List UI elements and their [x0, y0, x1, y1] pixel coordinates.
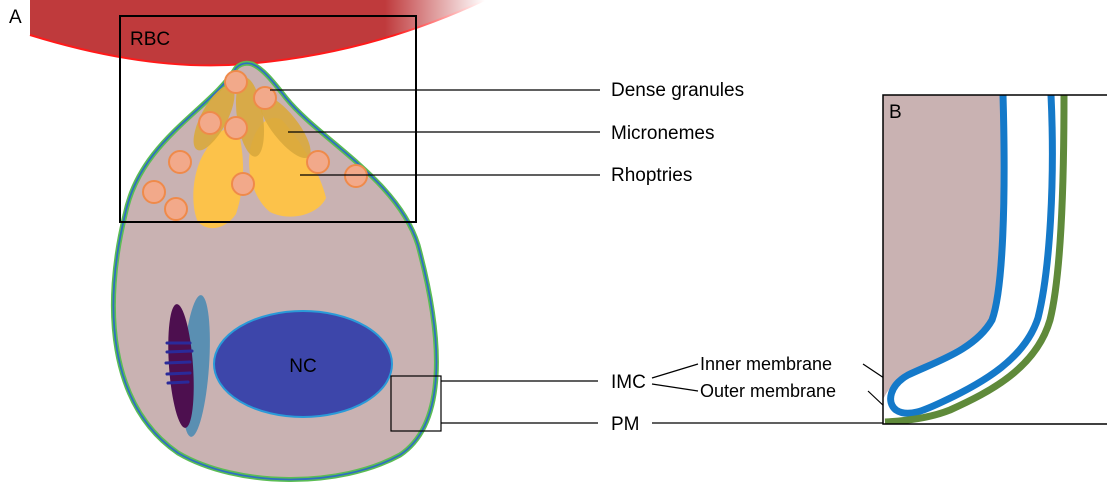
- outer-membrane-label: Outer membrane: [700, 381, 836, 401]
- rhoptries-label: Rhoptries: [611, 165, 692, 186]
- dense-granule: [165, 198, 187, 220]
- panel-a-letter: A: [9, 7, 22, 28]
- imc-label: IMC: [611, 372, 646, 393]
- dense-granule: [307, 151, 329, 173]
- nucleus-label: NC: [289, 356, 316, 377]
- dense-granule: [232, 173, 254, 195]
- inner-membrane-label: Inner membrane: [700, 354, 832, 374]
- pm-label: PM: [611, 414, 640, 435]
- dense-granule: [225, 71, 247, 93]
- dense-granule: [225, 117, 247, 139]
- dense-granule: [345, 165, 367, 187]
- rbc-label: RBC: [130, 29, 170, 50]
- dense-granule: [199, 112, 221, 134]
- dense-granules-label: Dense granules: [611, 80, 744, 101]
- dense-granule: [169, 151, 191, 173]
- membrane-zoom-panel: [883, 95, 1107, 424]
- micronemes-label: Micronemes: [611, 123, 714, 144]
- dense-granule: [143, 181, 165, 203]
- panel-b-letter: B: [889, 102, 902, 123]
